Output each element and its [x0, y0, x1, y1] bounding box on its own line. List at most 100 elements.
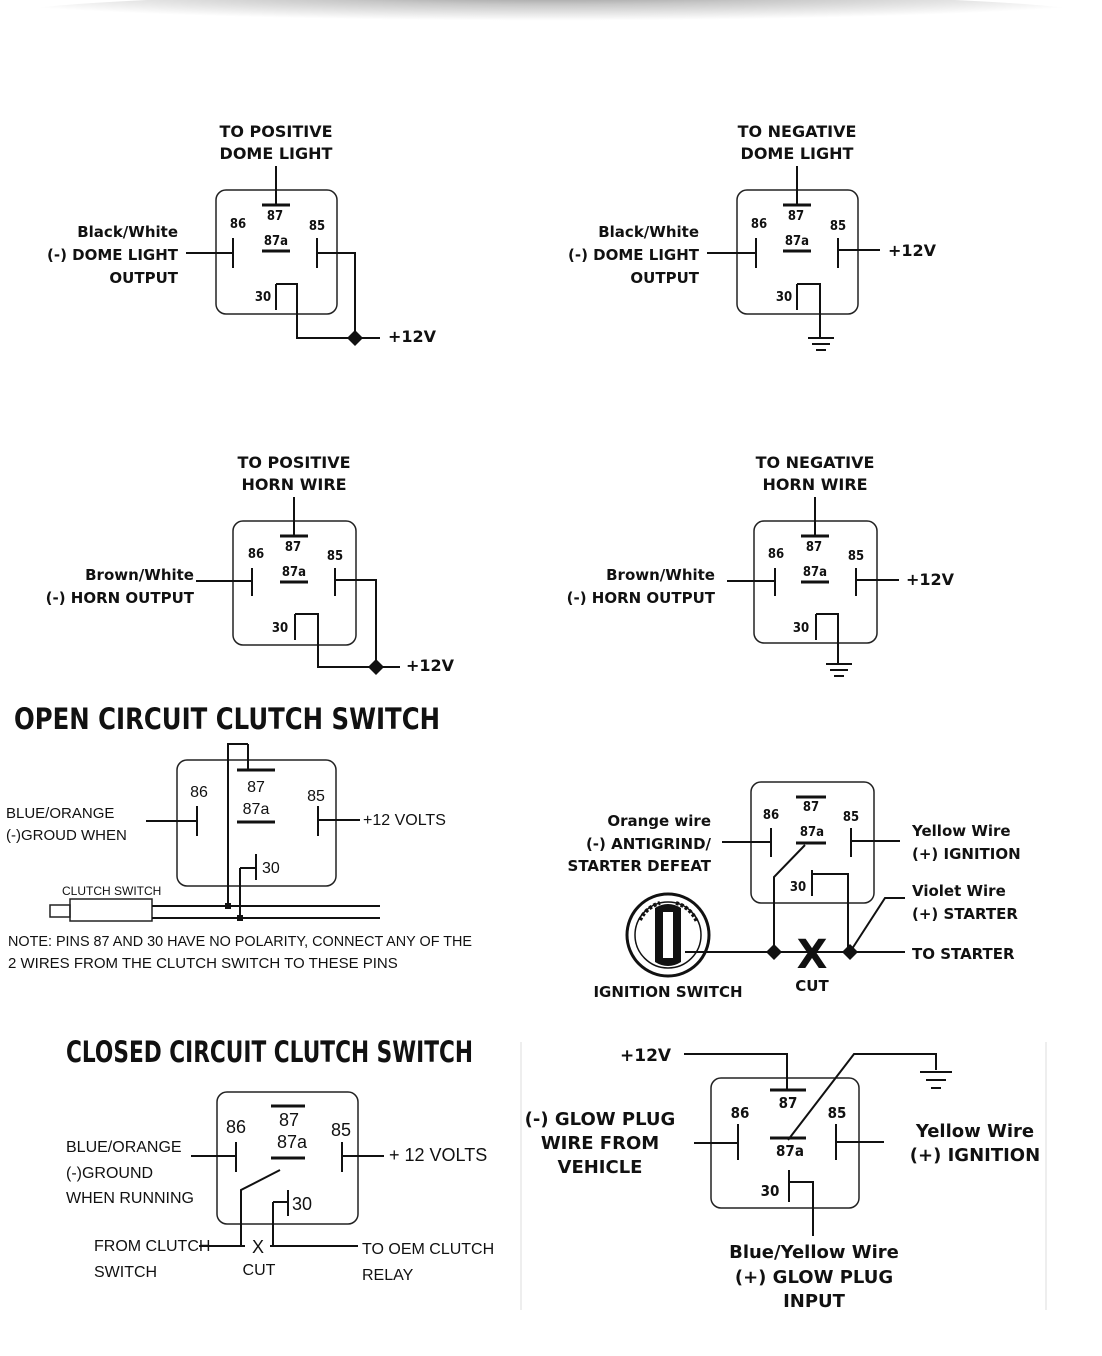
d6-left-label-1: Orange wire — [607, 812, 711, 830]
d3-wire-30 — [294, 613, 400, 668]
d6-wire-30 — [811, 870, 849, 952]
d6-pin-87a: 87a — [800, 825, 824, 840]
diagram-open-circuit-clutch-switch: OPEN CIRCUIT CLUTCH SWITCH 87 87a 86 85 … — [6, 702, 472, 972]
d5-pin-87: 87 — [247, 779, 265, 796]
d5-left-label-2: (-)GROUD WHEN — [6, 827, 127, 844]
d6-left-label-3: STARTER DEFEAT — [568, 857, 712, 875]
d5-wire-86 — [146, 806, 198, 836]
diagram-negative-dome-light: TO NEGATIVE DOME LIGHT 87 87a 86 85 +12V… — [568, 122, 937, 351]
d5-note-line-2: 2 WIRES FROM THE CLUTCH SWITCH TO THESE … — [8, 955, 398, 972]
d5-wire-87 — [227, 743, 249, 906]
d5-left-label-1: BLUE/ORANGE — [6, 805, 114, 822]
d7-cut-mark: X — [252, 1237, 264, 1257]
d3-wire-85 — [334, 568, 377, 667]
d3-pin-86: 86 — [248, 547, 264, 562]
d7-from-label-2: SWITCH — [94, 1264, 157, 1281]
d2-wire-85 — [837, 238, 880, 268]
diagram-positive-dome-light: TO POSITIVE DOME LIGHT 87 87a 86 85 30 +… — [47, 122, 437, 346]
d2-left-label-2: (-) DOME LIGHT — [568, 246, 700, 264]
d2-top-label-2: DOME LIGHT — [741, 144, 854, 163]
d5-voltage: +12 VOLTS — [363, 812, 446, 829]
d8-pin-87a: 87a — [776, 1142, 804, 1160]
d6-cut-mark: X — [797, 932, 828, 978]
d4-wire-86 — [727, 568, 776, 596]
d7-from-label-1: FROM CLUTCH — [94, 1238, 210, 1255]
d7-left-label-3: WHEN RUNNING — [66, 1190, 194, 1207]
d5-switch-plunger — [49, 904, 71, 918]
d6-wire-86 — [722, 828, 772, 857]
d6-right-label-3: TO STARTER — [912, 945, 1015, 963]
d2-pin-30: 30 — [776, 290, 792, 305]
d4-wire-85 — [855, 568, 899, 596]
d7-wire-87a — [240, 1169, 281, 1246]
diagram-positive-horn: TO POSITIVE HORN WIRE 87 87a 86 85 30 +1… — [46, 453, 455, 675]
d6-pin-86: 86 — [763, 808, 779, 823]
d2-left-label-1: Black/White — [598, 223, 699, 241]
d3-left-label-2: (-) HORN OUTPUT — [46, 589, 195, 607]
d8-pin-86: 86 — [731, 1104, 750, 1122]
d1-pin-86: 86 — [230, 217, 246, 232]
d5-relay-box — [176, 759, 337, 887]
d2-top-label-1: TO NEGATIVE — [738, 122, 857, 141]
d7-pin-86: 86 — [226, 1117, 246, 1137]
d5-note-line-1: NOTE: PINS 87 AND 30 HAVE NO POLARITY, C… — [8, 933, 472, 950]
d4-pin-87a: 87a — [803, 565, 827, 580]
d2-wire-30 — [796, 283, 821, 338]
d5-title: OPEN CIRCUIT CLUTCH SWITCH — [14, 702, 440, 736]
d1-top-label-1: TO POSITIVE — [219, 122, 332, 141]
d3-pin-85: 85 — [327, 549, 343, 564]
d3-junction-dot — [368, 659, 384, 675]
d5-wire-30 — [239, 854, 257, 918]
d4-left-label-2: (-) HORN OUTPUT — [567, 589, 716, 607]
d6-cut-label: CUT — [795, 977, 829, 995]
d6-violet-leader — [849, 897, 905, 953]
d8-bottom-label-3: INPUT — [783, 1291, 846, 1312]
d4-pin-30: 30 — [793, 621, 809, 636]
d1-wire-30 — [275, 283, 380, 339]
d8-pin-30: 30 — [761, 1182, 780, 1200]
d7-left-label-2: (-)GROUND — [66, 1165, 153, 1182]
d2-pin-87a: 87a — [785, 234, 809, 249]
d3-top-label-1: TO POSITIVE — [237, 453, 350, 472]
d6-junction-right — [842, 944, 858, 960]
d1-pin-87: 87 — [267, 209, 283, 224]
d6-right-label-2b: (+) STARTER — [912, 905, 1018, 923]
d8-wire-85 — [835, 1124, 884, 1160]
d5-junction-30 — [237, 915, 243, 921]
d1-wire-86 — [186, 238, 234, 268]
d4-top-label-1: TO NEGATIVE — [756, 453, 875, 472]
d8-ground-symbol — [920, 1071, 952, 1089]
d5-switch-body — [69, 898, 153, 922]
d3-voltage: +12V — [406, 656, 455, 675]
d5-pin-87a: 87a — [243, 801, 270, 818]
d7-wire-85 — [341, 1142, 384, 1172]
d4-top-label-2: HORN WIRE — [762, 475, 867, 494]
d7-pin-85: 85 — [331, 1120, 351, 1140]
d1-top-label-2: DOME LIGHT — [220, 144, 333, 163]
d1-left-label-1: Black/White — [77, 223, 178, 241]
d2-wire-86 — [707, 238, 757, 268]
d8-pin-87: 87 — [779, 1094, 798, 1112]
d8-wire-87 — [684, 1053, 788, 1090]
d5-switch-label: CLUTCH SWITCH — [62, 884, 161, 898]
d6-right-label-1b: (+) IGNITION — [912, 845, 1021, 863]
d4-voltage: +12V — [906, 570, 955, 589]
d5-wire-85 — [317, 806, 360, 836]
d1-left-label-3: OUTPUT — [109, 269, 178, 287]
d8-panel-edges — [520, 1042, 1047, 1310]
d8-pin-85: 85 — [828, 1104, 847, 1122]
d5-pin-86: 86 — [190, 784, 208, 801]
d6-pin-30: 30 — [790, 880, 806, 895]
d3-top-label-2: HORN WIRE — [241, 475, 346, 494]
d2-voltage: +12V — [888, 241, 937, 260]
d7-pin-87a: 87a — [277, 1132, 308, 1152]
d6-pin-85: 85 — [843, 810, 859, 825]
d2-left-label-3: OUTPUT — [630, 269, 699, 287]
d6-wire-87a — [773, 844, 806, 952]
d8-left-label-2: WIRE FROM — [541, 1133, 659, 1154]
d6-pin-87: 87 — [803, 800, 819, 815]
d6-wire-85 — [850, 828, 900, 857]
d4-wire-30 — [815, 613, 839, 664]
d8-left-label-1: (-) GLOW PLUG — [525, 1109, 676, 1130]
d6-right-label-1a: Yellow Wire — [911, 822, 1011, 840]
